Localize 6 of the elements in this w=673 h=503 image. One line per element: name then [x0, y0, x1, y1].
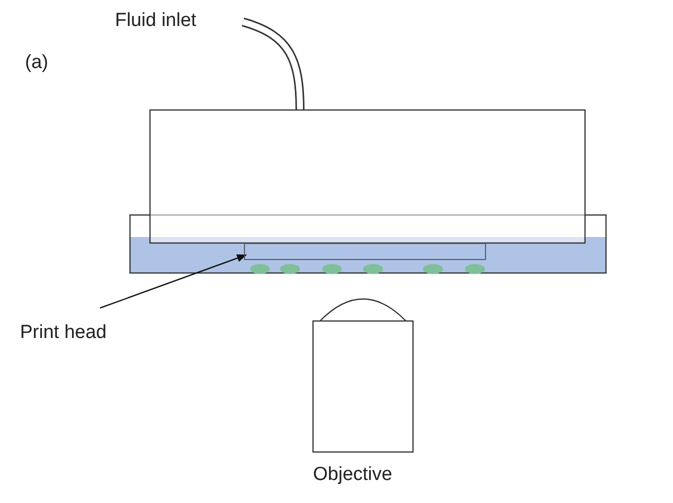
leader-arrow	[100, 254, 247, 309]
print-head-plate	[244, 243, 486, 260]
objective-label: Objective	[313, 464, 392, 486]
part-label: Print head	[20, 322, 107, 344]
panel-label: (a)	[25, 52, 48, 74]
part-label: Fluid inlet	[115, 10, 196, 32]
